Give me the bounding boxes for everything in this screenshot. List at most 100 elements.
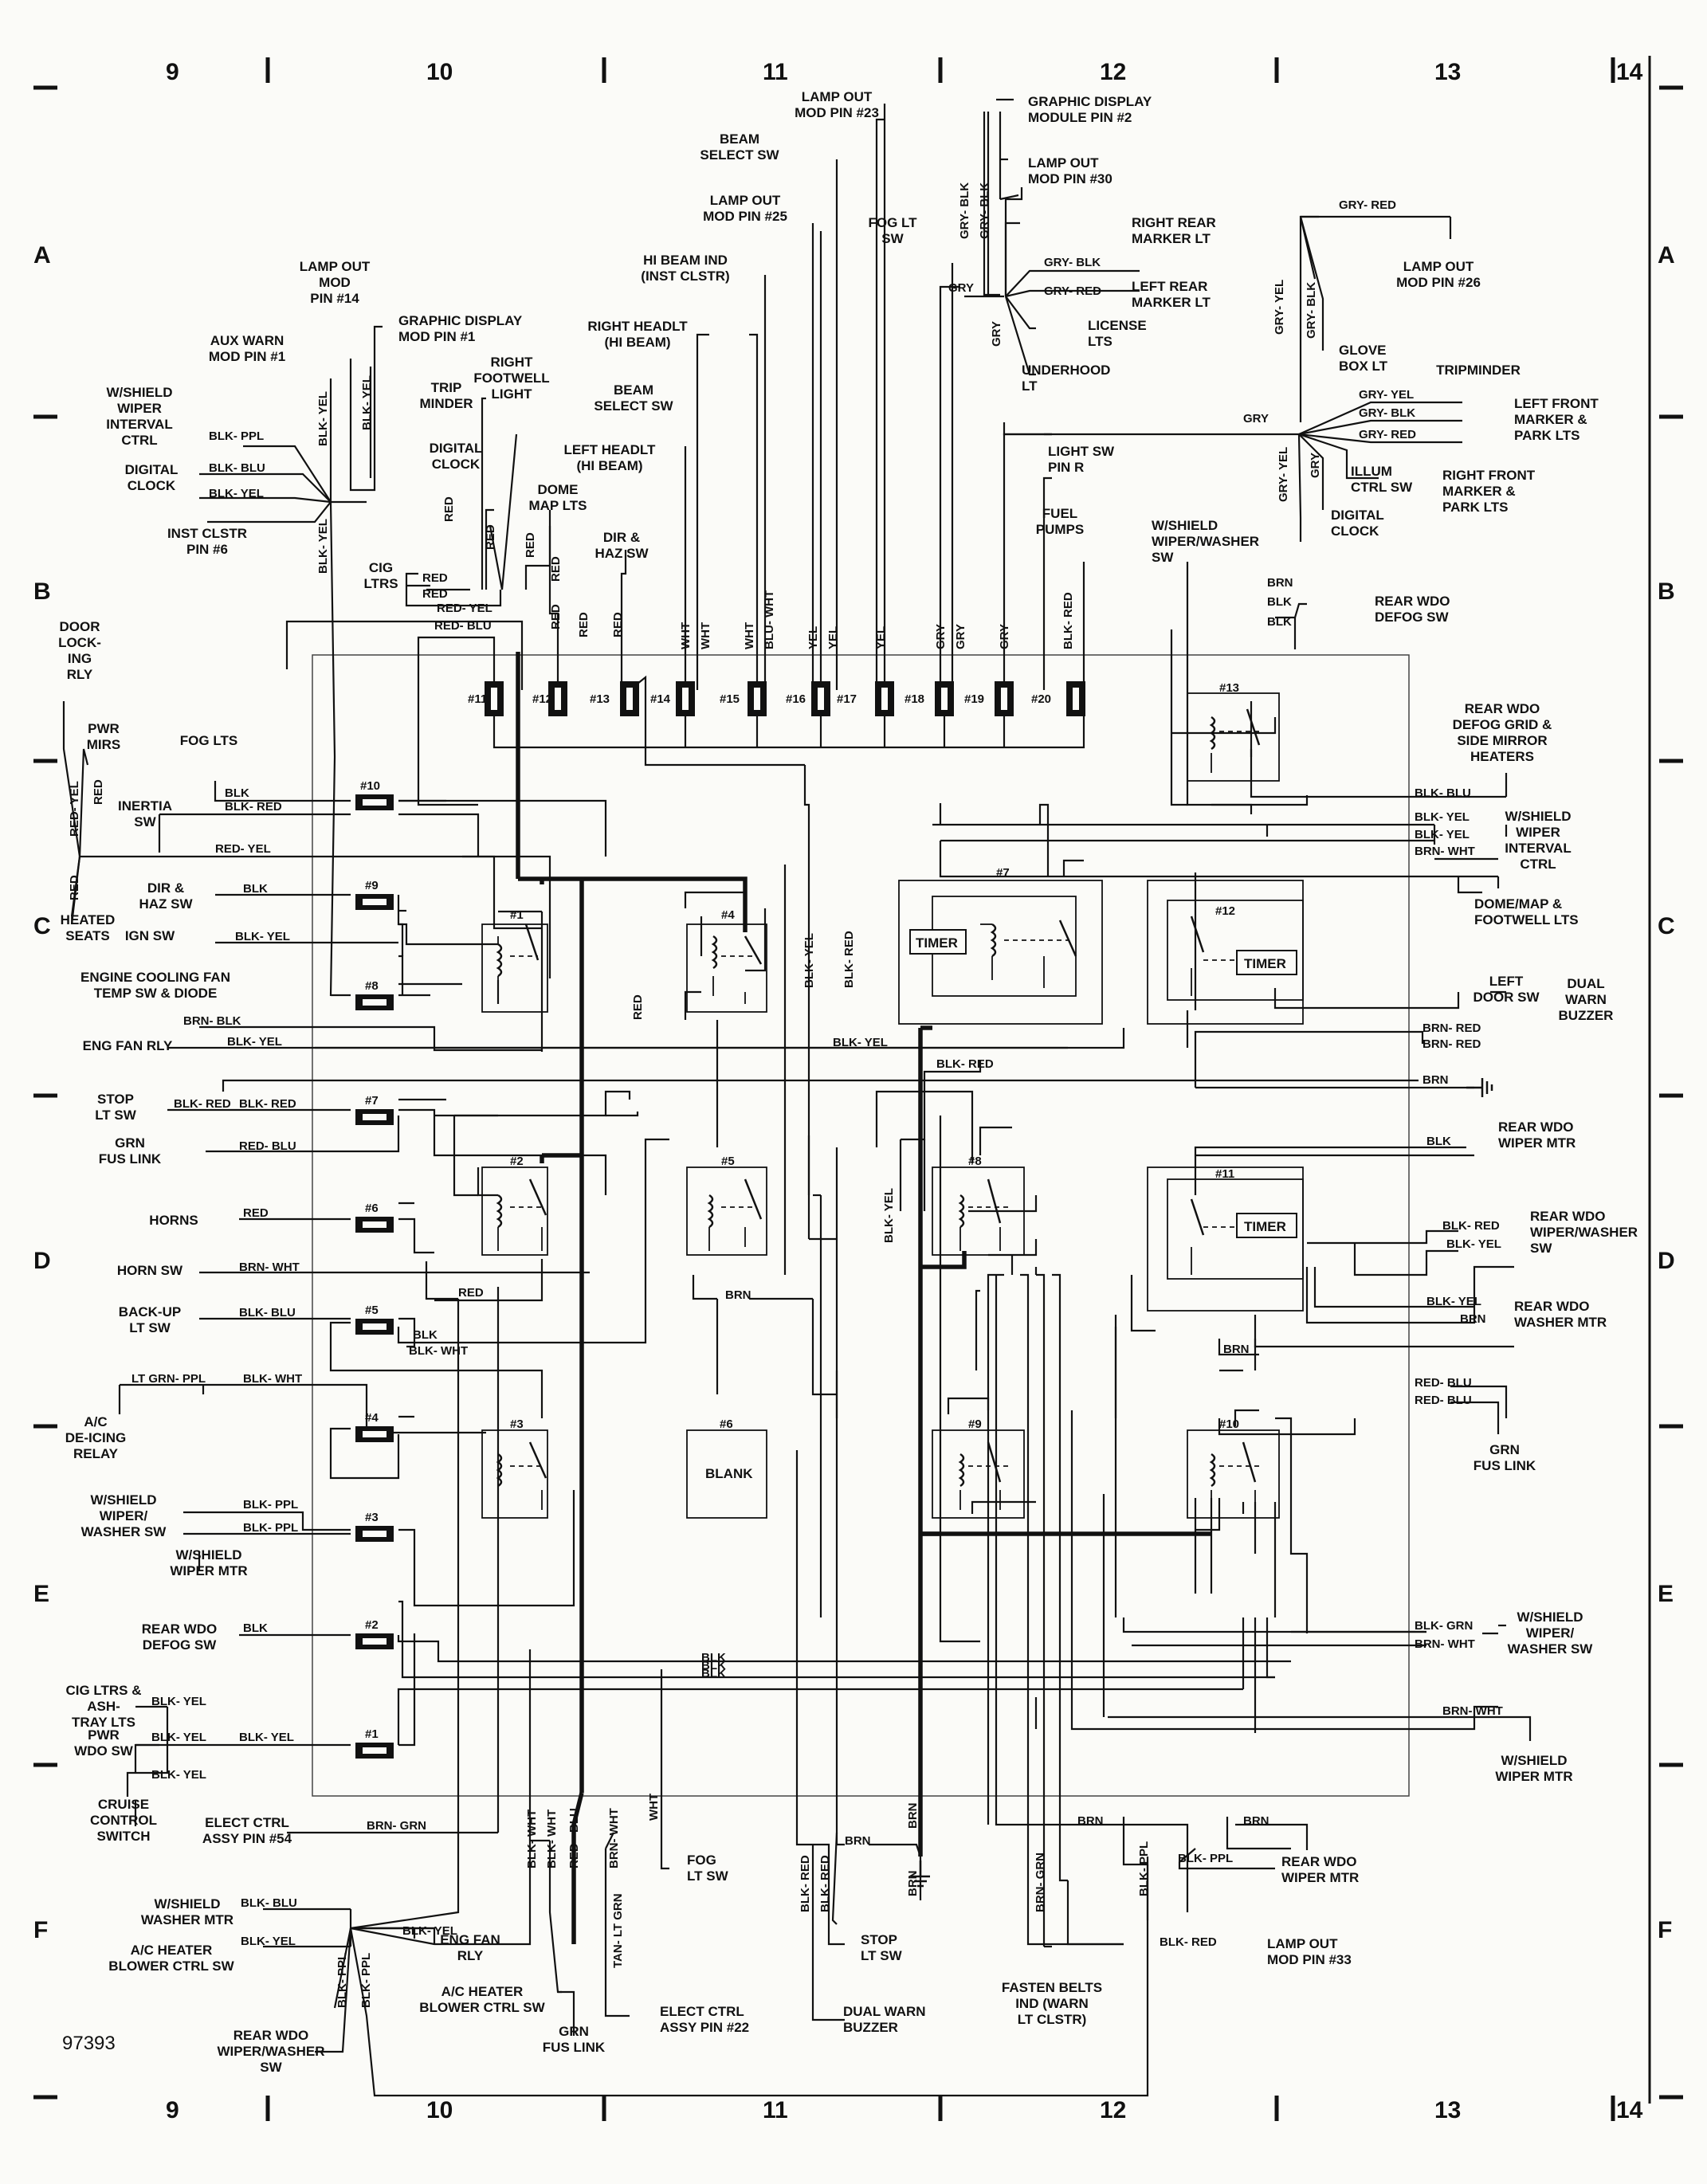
top-fuse-row: #11 #12 #13 #14 #15 #16 #17 #18 #19 #20 (468, 681, 1085, 716)
wire-color-label: BLK- YEL (882, 1188, 896, 1243)
horn-sw-label: HORN SW (117, 1263, 183, 1278)
row-label: D (33, 1248, 51, 1274)
fuse-label: #8 (365, 979, 379, 993)
wire-color-label: GRY- BLK (978, 182, 991, 239)
wire-color-label: BLK- RED (936, 1057, 994, 1071)
wire-color-label: RED- BLU (1415, 1376, 1472, 1390)
wire-color-label: GRY- RED (1044, 284, 1101, 298)
wire-color-label: BLK- YEL (402, 1924, 457, 1938)
relay-3 (481, 1429, 548, 1519)
label-line: REAR WDO (1281, 1854, 1356, 1869)
relay-label: #7 (996, 866, 1010, 880)
label-line: TRIP (431, 380, 462, 395)
wire-color-label: BLK- RED (225, 800, 282, 814)
label-line: ILLUM (1351, 464, 1392, 479)
wire-color-label: BLU- WHT (763, 590, 776, 649)
wire-color-label: BLK- YEL (227, 1035, 282, 1049)
label-line: FOG (687, 1853, 716, 1868)
label-line: LEFT HEADLT (564, 442, 657, 457)
ign-sw-label: IGN SW (125, 928, 175, 943)
wire-color-label: RED - BLU (567, 1808, 581, 1868)
wire-color-label: BLK- PPL (209, 429, 264, 443)
label-line: FUS LINK (543, 2040, 606, 2055)
label-line: MIRS (87, 737, 121, 752)
label-line: DIGITAL (430, 441, 483, 456)
relay-8 (932, 1166, 1025, 1256)
label-line: MAP LTS (528, 498, 587, 513)
label-line: LIGHT (492, 386, 533, 402)
label-line: CIG (369, 560, 393, 575)
wire-color-label: YEL (806, 626, 820, 649)
fuse-11: #11 (468, 681, 504, 716)
wire-color-label: RED (611, 612, 625, 637)
label-line: MOD PIN #1 (209, 349, 285, 364)
label-line: DIR & (603, 530, 640, 545)
fuse-label: #19 (964, 692, 984, 706)
dome-map-footwell-label: DOME/MAP &FOOTWELL LTS (1474, 896, 1579, 927)
wire-color-label: GRY- YEL (1359, 388, 1414, 402)
wire-color-label: BRN- WHT (1415, 845, 1475, 858)
label-line: LOCK- (58, 635, 101, 650)
wire-color-label: BLK- YEL (1415, 828, 1470, 841)
wire-color-label: GRY- BLK (1044, 256, 1101, 269)
diagram-number: 97393 (62, 2033, 116, 2054)
wire-color-label: RED (68, 875, 81, 900)
label-line: DIR & (147, 880, 184, 896)
wire-color-label: BRN- WHT (239, 1261, 300, 1274)
label-line: TEMP SW & DIODE (94, 986, 218, 1001)
label-line: RLY (457, 1948, 484, 1963)
label-line: SW (1152, 550, 1174, 565)
wire-color-label: GRY (1309, 453, 1322, 478)
label-line: GLOVE (1339, 343, 1387, 358)
wire-color-label: BLK- WHT (545, 1810, 559, 1868)
wire-color-label: RED- YEL (437, 602, 492, 615)
fuse-label: #17 (837, 692, 857, 706)
label-line: RIGHT FRONT (1442, 468, 1536, 483)
fuse-block-outline (312, 654, 1410, 1797)
wire-color-label: RED (442, 496, 456, 522)
label-line: IND (WARN (1015, 1996, 1089, 2011)
label-line: FOOTWELL (473, 371, 549, 386)
label-line: PUMPS (1036, 522, 1084, 537)
wire-color-label: BLK- RED (1061, 592, 1075, 649)
wire-color-label: BRN- GRN (1034, 1853, 1047, 1912)
label-line: LAMP OUT (802, 89, 873, 104)
label-line: CTRL (1520, 857, 1556, 872)
label-line: WIPER/ (100, 1508, 148, 1523)
label-line: WASHER MTR (1514, 1315, 1607, 1330)
label-line: MINDER (419, 396, 473, 411)
label-line: CTRL SW (1351, 480, 1413, 495)
wire-color-label: BRN- RED (1422, 1021, 1481, 1035)
column-label: 10 (426, 59, 453, 85)
label-line: DEFOG GRID & (1453, 717, 1552, 732)
fuse-label: #7 (365, 1094, 379, 1108)
label-line: INTERVAL (106, 417, 172, 432)
label-line: DIGITAL (125, 462, 179, 477)
relay-label: #9 (968, 1417, 982, 1431)
wire-color-label: GRY (998, 624, 1011, 649)
column-label: 9 (166, 59, 179, 85)
wire-color-label: RED (422, 571, 448, 585)
relay-9 (932, 1429, 1025, 1519)
label-line: LAMP OUT (1267, 1936, 1338, 1951)
fuse-19: #19 (964, 681, 1014, 716)
label-line: (HI BEAM) (604, 335, 670, 350)
